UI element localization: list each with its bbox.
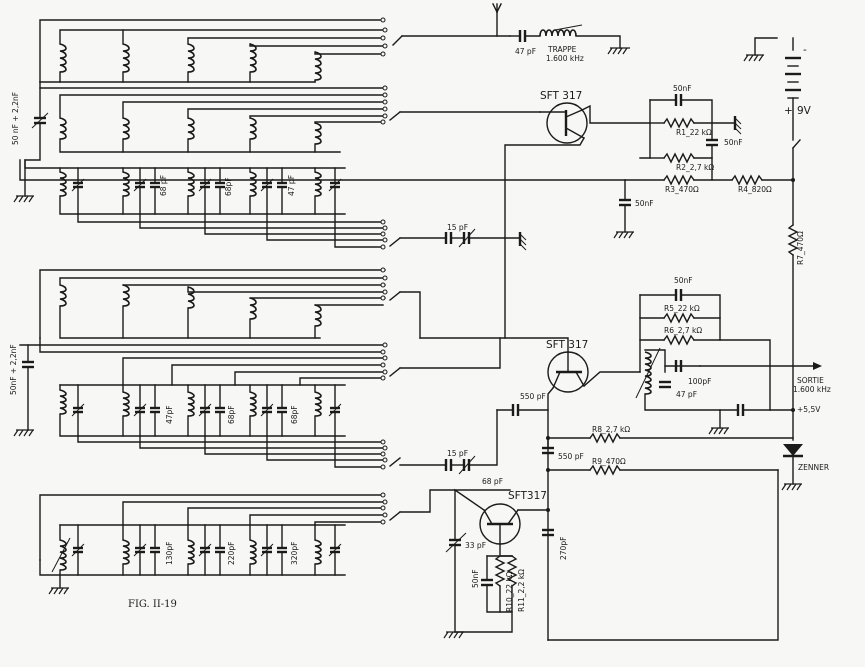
figure-caption: FIG. II-19 [128, 599, 177, 610]
transistor-1-label: SFT 317 [540, 90, 582, 102]
transistor-2-label: SFT 317 [546, 339, 588, 351]
resistor-r9-label: R9_470Ω [592, 457, 626, 466]
transistor-3-label: SFT317 [508, 490, 547, 502]
band1-cap-68pf-b-label: 68pF [224, 177, 233, 196]
band2-cap-47pf-label: 47pF [165, 405, 174, 424]
band1-cap-47pf-label: 47 pF [287, 175, 296, 196]
band3-cap-320pf-label: 320pF [290, 542, 299, 565]
band2-oscillator-coils: 47pF 68pF 68pF 15 pF [39, 337, 501, 475]
top-cap-50nf-label: 50nF [673, 84, 692, 93]
zener-label: ZENNER [798, 463, 829, 472]
transistor-3: SFT317 68 pF 33 pF 50nF R10_22 kΩ R11_2,… [443, 477, 568, 639]
trap-freq-label: 1.600 kHz [546, 54, 584, 63]
resistor-r10-label: R10_22 kΩ [505, 571, 514, 612]
resistor-r2-label: R2_2,7 kΩ [676, 163, 714, 172]
band1-oscillator-coils: 50 nF + 2,2nF [11, 81, 541, 203]
cap-100pf-label: 100pF [688, 377, 711, 386]
trimmer-15pf-label: 15 pF [447, 223, 468, 232]
resistor-r5-label: R5_22 kΩ [664, 304, 700, 313]
bottom-cap-50nf-label: 50nF [471, 569, 480, 588]
trap-name-label: TRAPPE [547, 45, 577, 54]
mid-cap-50nf-label: 50nF [635, 199, 654, 208]
band1-cap-68pf-label: 68 pF [159, 175, 168, 196]
band3-cap-220pf-label: 220pF [227, 542, 236, 565]
battery-voltage-label: 9V [797, 105, 812, 117]
transistor-2: SFT 317 550 pF 550 pF R8_2,7 kΩ R9_470Ω [496, 337, 794, 641]
resistor-r6-label: R6_2,7 kΩ [664, 326, 702, 335]
band2-cap-68pf-label: 68pF [227, 405, 236, 424]
regulated-voltage-label: +5,5V [797, 405, 821, 414]
battery-supply: - + 9V R7_470Ω [743, 37, 812, 441]
band3-cap-130pf-label: 130pF [165, 542, 174, 565]
band3-coils: 130pF 220pF 320pF [39, 489, 511, 595]
resistor-r4-label: R4_820Ω [738, 185, 772, 194]
cap-33pf-label: 33 pF [465, 541, 486, 550]
output-freq-label: 1.600 kHz [793, 385, 831, 394]
band1-tuning-coils: 68 pF 68pF 47 pF 15 pF [24, 159, 527, 251]
band1-antenna-coils [39, 17, 511, 83]
top-rc-network: 50nF R1_22 kΩ 50nF R2_2,7 kΩ R3_470Ω R4_… [19, 84, 794, 239]
top-cap-50nf-b-label: 50nF [724, 138, 743, 147]
output-tank: 50nF R5_22 kΩ R6_2,7 kΩ 100pF 47 pF SORT… [547, 276, 831, 641]
antenna-cap-label: 47 pF [515, 47, 536, 56]
left-cap-1-label: 50 nF + 2,2nF [11, 92, 20, 145]
r5-cap-50nf-label: 50nF [674, 276, 693, 285]
cap-68pf-label: 68 pF [482, 477, 503, 486]
battery-plus-label: + [784, 105, 793, 117]
antenna-trap: 47 pF TRAPPE 1.600 kHz [492, 3, 630, 63]
resistor-r7-label: R7_470Ω [796, 231, 805, 265]
resistor-r8-label: R8_2,7 kΩ [592, 425, 630, 434]
battery-minus-label: - [803, 44, 807, 56]
cap-550pf-b-label: 550 pF [558, 452, 584, 461]
cap-270pf-label: 270pF [559, 537, 568, 560]
cap-550pf-label: 550 pF [520, 392, 546, 401]
band2-antenna-coils: 50nF + 2,2nF [9, 267, 421, 437]
trimmer-15pf-b-label: 15 pF [447, 449, 468, 458]
transistor-1: SFT 317 [419, 90, 651, 339]
resistor-r1-label: R1_22 kΩ [676, 128, 712, 137]
band2-cap-68pf-b-label: 68pF [290, 405, 299, 424]
output-label: SORTIE [797, 376, 824, 385]
resistor-r11-label: R11_2,2 kΩ [517, 569, 526, 612]
resistor-r3-label: R3_470Ω [665, 185, 699, 194]
cap-47pf-label: 47 pF [676, 390, 697, 399]
left-cap-2-label: 50nF + 2,2nF [9, 344, 18, 395]
